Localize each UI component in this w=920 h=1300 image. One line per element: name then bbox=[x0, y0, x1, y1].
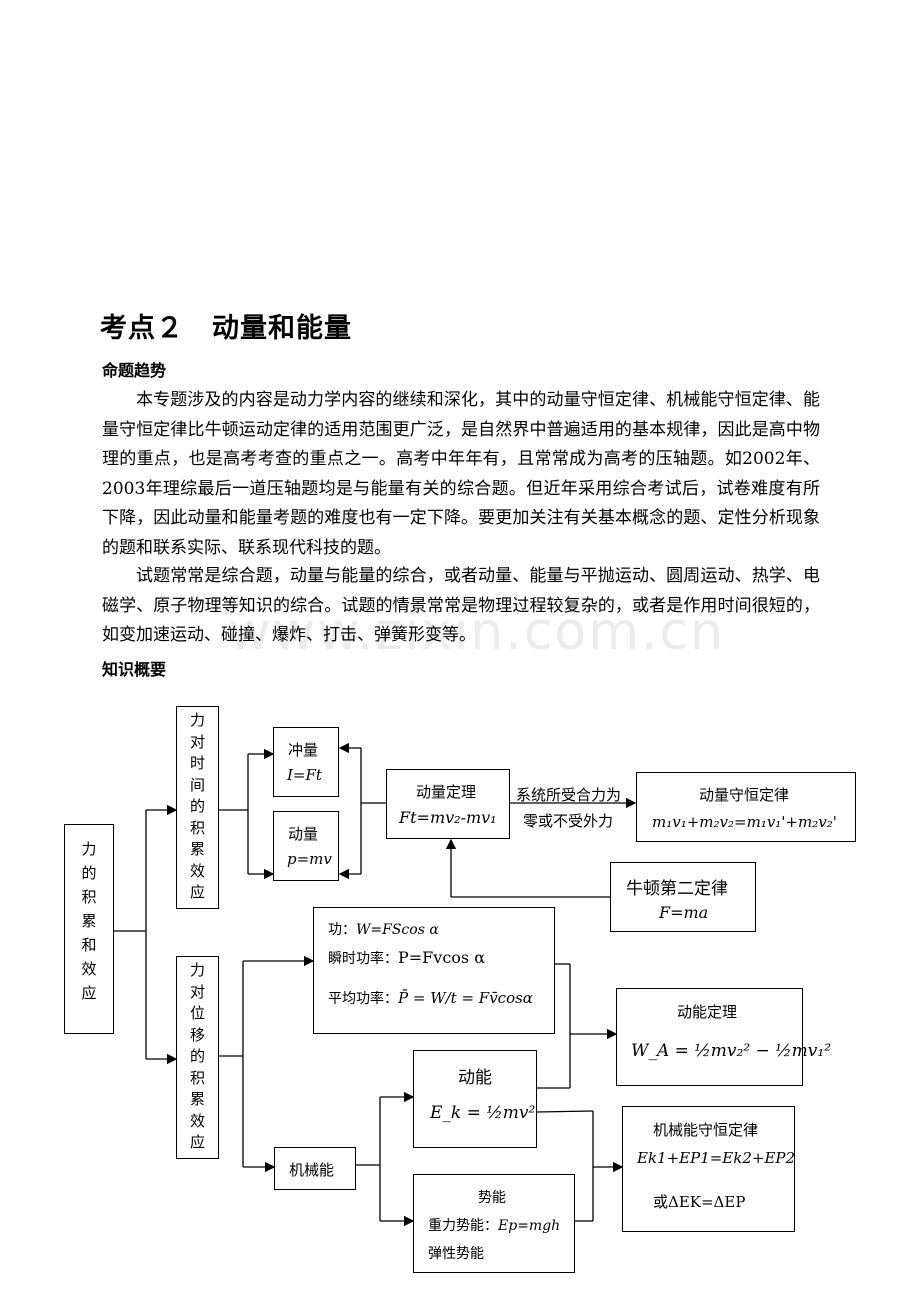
avg-power-formula: P̄ = W/t = Fv̄cosα bbox=[398, 989, 533, 1007]
box-kinetic-energy: 动能 E_k = ½mv² bbox=[413, 1050, 537, 1148]
watermark: www.zixin.com.cn bbox=[228, 602, 725, 662]
box-newton-second-law: 牛顿第二定律 F=ma bbox=[610, 862, 756, 932]
avg-power-label: 平均功率： bbox=[328, 991, 398, 1007]
section-heading-trend: 命题趋势 bbox=[102, 361, 167, 380]
work-formula: W=FScos α bbox=[356, 922, 439, 938]
box-potential-energy: 势能 重力势能：Ep=mgh 弹性势能 bbox=[413, 1174, 575, 1273]
box-momentum-theorem: 动量定理 Ft=mv₂-mv₁ bbox=[386, 769, 510, 839]
box-displacement-accumulation: 力对位移的积累效应 bbox=[176, 956, 219, 1159]
box-momentum-conservation: 动量守恒定律 m₁v₁+m₂v₂=m₁v₁'+m₂v₂' bbox=[636, 772, 856, 842]
gravity-pe-formula: Ep=mgh bbox=[498, 1218, 561, 1234]
inst-power-label: 瞬时功率： bbox=[328, 951, 398, 967]
section-heading-overview: 知识概要 bbox=[102, 660, 167, 679]
condition-label-line2: 零或不受外力 bbox=[523, 812, 614, 830]
page-title: 考点２ 动量和能量 bbox=[100, 313, 352, 344]
root-box-force-accumulation: 力的积累和效应 bbox=[64, 824, 114, 1034]
box-momentum: 动量 p=mv bbox=[273, 811, 339, 881]
paragraph-2: 试题常常是综合题，动量与能量的综合，或者动量、能量与平抛运动、圆周运动、热学、电… bbox=[102, 566, 820, 645]
box-impulse: 冲量 I=Ft bbox=[273, 727, 339, 797]
box-kinetic-energy-theorem: 动能定理 W_A = ½mv₂² − ½mv₁² bbox=[616, 988, 831, 1086]
work-label: 功： bbox=[328, 922, 356, 938]
inst-power-formula: P=Fvcos α bbox=[398, 948, 486, 967]
elastic-pe-label: 弹性势能 bbox=[428, 1246, 484, 1262]
box-work-power: 功：W=FScos α 瞬时功率：P=Fvcos α 平均功率：P̄ = W/t… bbox=[313, 907, 555, 1034]
box-mechanical-energy-conservation: 机械能守恒定律 Ek1+EP1=Ek2+EP2 或ΔEK=ΔEP bbox=[622, 1106, 795, 1232]
condition-label-line1: 系统所受合力为 bbox=[516, 786, 622, 804]
gravity-pe-label: 重力势能： bbox=[428, 1218, 498, 1234]
paragraph-1: 本专题涉及的内容是动力学内容的继续和深化，其中的动量守恒定律、机械能守恒定律、能… bbox=[102, 390, 820, 558]
box-time-accumulation: 力对时间的积累效应 bbox=[176, 706, 219, 909]
box-mechanical-energy: 机械能 bbox=[274, 1147, 356, 1190]
